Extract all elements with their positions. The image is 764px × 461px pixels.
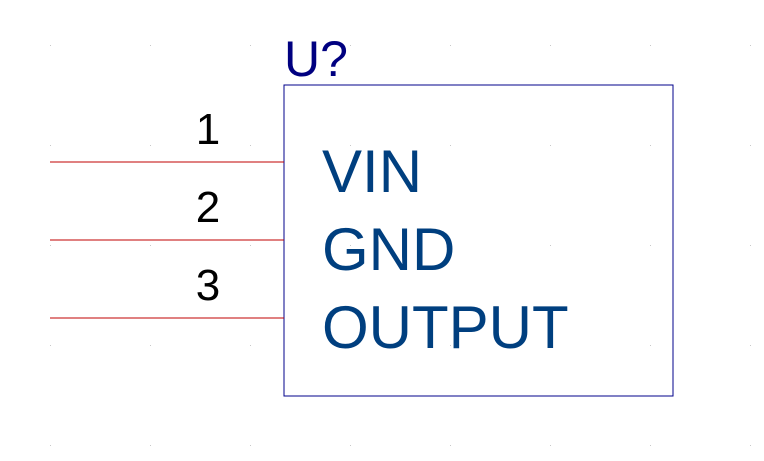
grid-dot	[150, 445, 151, 446]
pin-3[interactable]: 3 OUTPUT	[50, 261, 569, 361]
grid-dot	[650, 145, 651, 146]
grid-dot	[650, 245, 651, 246]
grid-dot	[250, 345, 251, 346]
grid-dot	[50, 145, 51, 146]
grid-dot	[750, 245, 751, 246]
pin-1-name: VIN	[322, 138, 422, 205]
pin-1[interactable]: 1 VIN	[50, 105, 422, 205]
grid-dot	[750, 145, 751, 146]
grid-dot	[550, 345, 551, 346]
grid-dot	[650, 45, 651, 46]
grid-dot	[350, 445, 351, 446]
grid-dot	[750, 45, 751, 46]
grid-dot	[150, 145, 151, 146]
pin-2[interactable]: 2 GND	[50, 183, 455, 283]
grid-dot	[350, 45, 351, 46]
grid-dot	[750, 445, 751, 446]
pin-3-name: OUTPUT	[322, 294, 569, 361]
grid-dot	[350, 345, 351, 346]
grid-dot	[250, 145, 251, 146]
pin-3-number: 3	[196, 261, 220, 310]
pin-2-name: GND	[322, 216, 455, 283]
grid-dot	[150, 345, 151, 346]
grid-dot	[650, 445, 651, 446]
grid-dot	[50, 245, 51, 246]
grid-dot	[150, 45, 151, 46]
grid-dot	[250, 445, 251, 446]
grid-dot	[350, 145, 351, 146]
grid-dot	[550, 245, 551, 246]
grid-dot	[50, 45, 51, 46]
grid-dot	[250, 245, 251, 246]
grid-dot	[450, 245, 451, 246]
grid-dot	[150, 245, 151, 246]
grid-dot	[250, 45, 251, 46]
grid-dot	[450, 45, 451, 46]
component-designator[interactable]: U?	[284, 31, 348, 87]
grid-dot	[450, 345, 451, 346]
grid-dot	[550, 145, 551, 146]
grid-dot	[650, 345, 651, 346]
grid-dots	[50, 45, 751, 446]
grid-dot	[450, 445, 451, 446]
grid-dot	[750, 345, 751, 346]
pin-1-number: 1	[196, 105, 220, 154]
grid-dot	[450, 145, 451, 146]
grid-dot	[50, 445, 51, 446]
grid-dot	[550, 445, 551, 446]
grid-dot	[50, 345, 51, 346]
grid-dot	[550, 45, 551, 46]
pin-2-number: 2	[196, 183, 220, 232]
grid-dot	[350, 245, 351, 246]
